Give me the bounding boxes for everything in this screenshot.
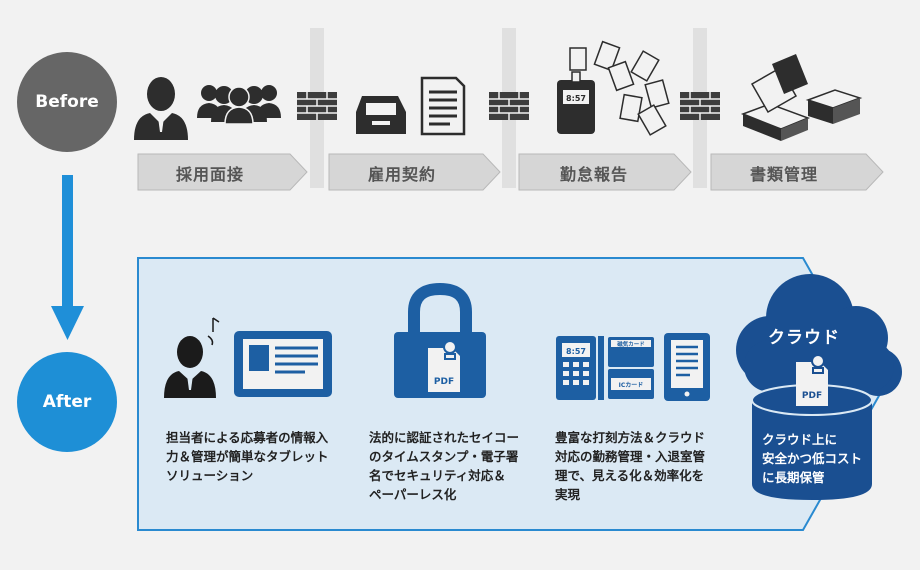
step-label-documents: 書類管理 (750, 165, 819, 184)
solution-text-attendance: 豊富な打刻方法＆クラウド 対応の勤務管理・入退室管 理で、見える化＆効率化を 実… (555, 430, 706, 502)
ic-card-icon: ICカード (608, 369, 654, 399)
contract-document-icon (420, 76, 466, 136)
cloud-description: クラウド上に 安全かつ低コスト に長期保管 (762, 432, 863, 485)
step-chevrons (137, 153, 884, 191)
operator-person-icon (164, 336, 216, 398)
step-chevron-1 (137, 153, 308, 191)
database-cylinder-icon (751, 384, 873, 500)
card-terminal-icon: 8:57 (556, 336, 604, 400)
cloud-pdf-label: PDF (802, 391, 822, 401)
solution-text-tablet: 担当者による応募者の情報入 力＆管理が簡単なタブレット ソリューション (166, 430, 329, 483)
flying-papers-icon (593, 40, 670, 136)
clock-display-text: 8:57 (566, 94, 586, 103)
magnetic-card-label: 磁気カード (617, 340, 645, 348)
music-note-icon (207, 317, 220, 346)
step-chevron-2 (328, 153, 501, 191)
cloud-pdf-document-icon: PDF (796, 354, 828, 406)
before-circle: Before (17, 52, 117, 152)
magnetic-card-icon: 磁気カード (608, 337, 654, 367)
ic-card-label: ICカード (619, 382, 644, 389)
step-chevron-3 (518, 153, 692, 191)
time-clock-icon: 8:57 (557, 47, 595, 134)
document-stacks-icon (740, 54, 863, 141)
brick-wall-icon (297, 92, 337, 120)
step-label-attendance: 勤怠報告 (560, 165, 629, 184)
step-chevron-4 (710, 153, 884, 191)
handheld-tablet-icon (664, 333, 710, 401)
brick-wall-icon (489, 92, 529, 120)
interviewer-person-icon (134, 77, 188, 140)
solution-text-timestamp: 法的に認証されたセイコー のタイムスタンプ・電子署 名でセキュリティ対応＆ ペー… (369, 430, 520, 502)
down-arrow-icon (51, 175, 84, 340)
before-label: Before (35, 92, 99, 112)
step-label-contract: 雇用契約 (368, 165, 437, 184)
brick-wall-icon (680, 92, 720, 120)
after-label: After (42, 392, 92, 412)
tablet-icon (234, 331, 332, 397)
pdf-document-icon: PDF (428, 340, 460, 392)
after-circle: After (17, 352, 117, 452)
document-tray-icon (356, 96, 406, 134)
cloud-title: クラウド (768, 328, 840, 348)
terminal-display-text: 8:57 (566, 347, 586, 356)
step-label-interview: 採用面接 (176, 165, 245, 184)
pdf-label: PDF (434, 377, 454, 387)
applicants-group-icon (197, 85, 281, 125)
